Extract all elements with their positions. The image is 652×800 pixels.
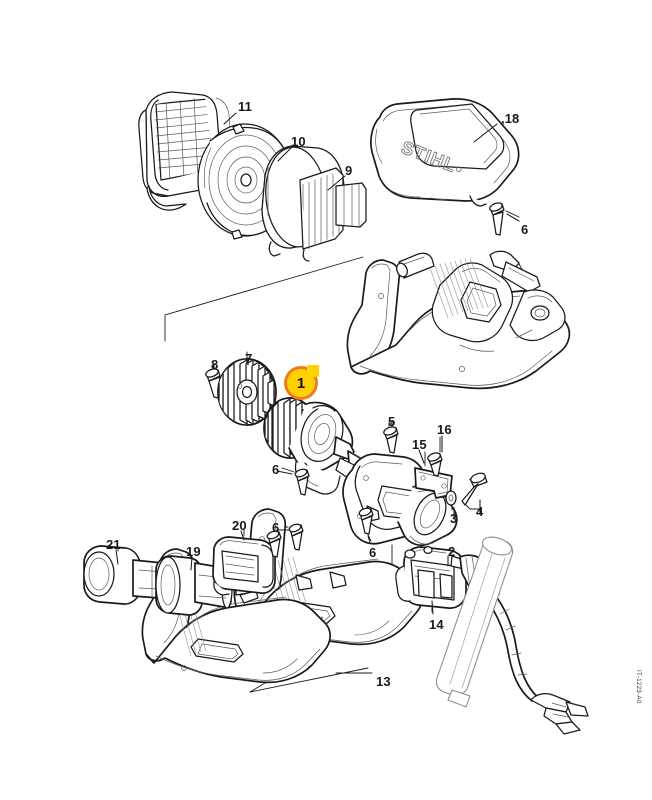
highlighted-part-callout-1[interactable]: 1 [284, 365, 319, 400]
label-15: 15 [412, 437, 427, 452]
part-tube-blower [435, 536, 514, 708]
label-8: 8 [211, 357, 219, 372]
leader-lines [115, 112, 520, 674]
label-21: 21 [106, 537, 121, 552]
label-20: 20 [232, 518, 247, 533]
part-4-bolt [461, 472, 488, 510]
part-6-screw-mid-a [281, 467, 310, 496]
part-14-ignition-module [395, 545, 589, 735]
part-6-screw-upper [489, 202, 520, 236]
label-11: 11 [238, 99, 252, 114]
label-6-mid-c: 6 [369, 545, 377, 560]
part-3-washer [445, 490, 457, 511]
part-9-fan-housing [261, 145, 367, 262]
label-14: 14 [429, 617, 444, 632]
housing-upper-half [346, 250, 571, 390]
housing-upper-internals [396, 250, 566, 343]
label-7: 7 [245, 351, 253, 366]
part-6-screw-left [266, 530, 282, 558]
label-4: 4 [476, 504, 484, 519]
part-16-hex-screw [427, 436, 443, 477]
callout-notch [307, 365, 319, 377]
label-5: 5 [388, 414, 396, 429]
label-3: 3 [450, 511, 458, 526]
label-13: 13 [376, 674, 391, 689]
part-20-clamp-retainer [212, 529, 276, 596]
part-7-flywheel [217, 351, 277, 426]
label-16: 16 [437, 422, 452, 437]
part-18-upper-shroud: STIHL [370, 98, 520, 207]
drawing-code: IT-1223-A0 [635, 670, 641, 704]
part-6-screw-mid-b [277, 523, 304, 551]
label-10: 10 [291, 134, 306, 149]
label-9: 9 [345, 163, 353, 178]
label-6-mid-a: 6 [272, 462, 280, 477]
part-5-hex-screw [383, 422, 399, 454]
part-1-engine-assembly [263, 397, 383, 495]
callout-number: 1 [296, 374, 306, 392]
part-6-screw-mid-c [358, 507, 374, 544]
label-19: 19 [186, 544, 201, 559]
label-6-upper: 6 [521, 222, 529, 237]
part-15-bracket-plate [414, 451, 453, 499]
label-18: ,18 [501, 111, 520, 126]
label-2: 2 [448, 544, 456, 559]
label-6-mid-b: 6 [272, 520, 280, 535]
